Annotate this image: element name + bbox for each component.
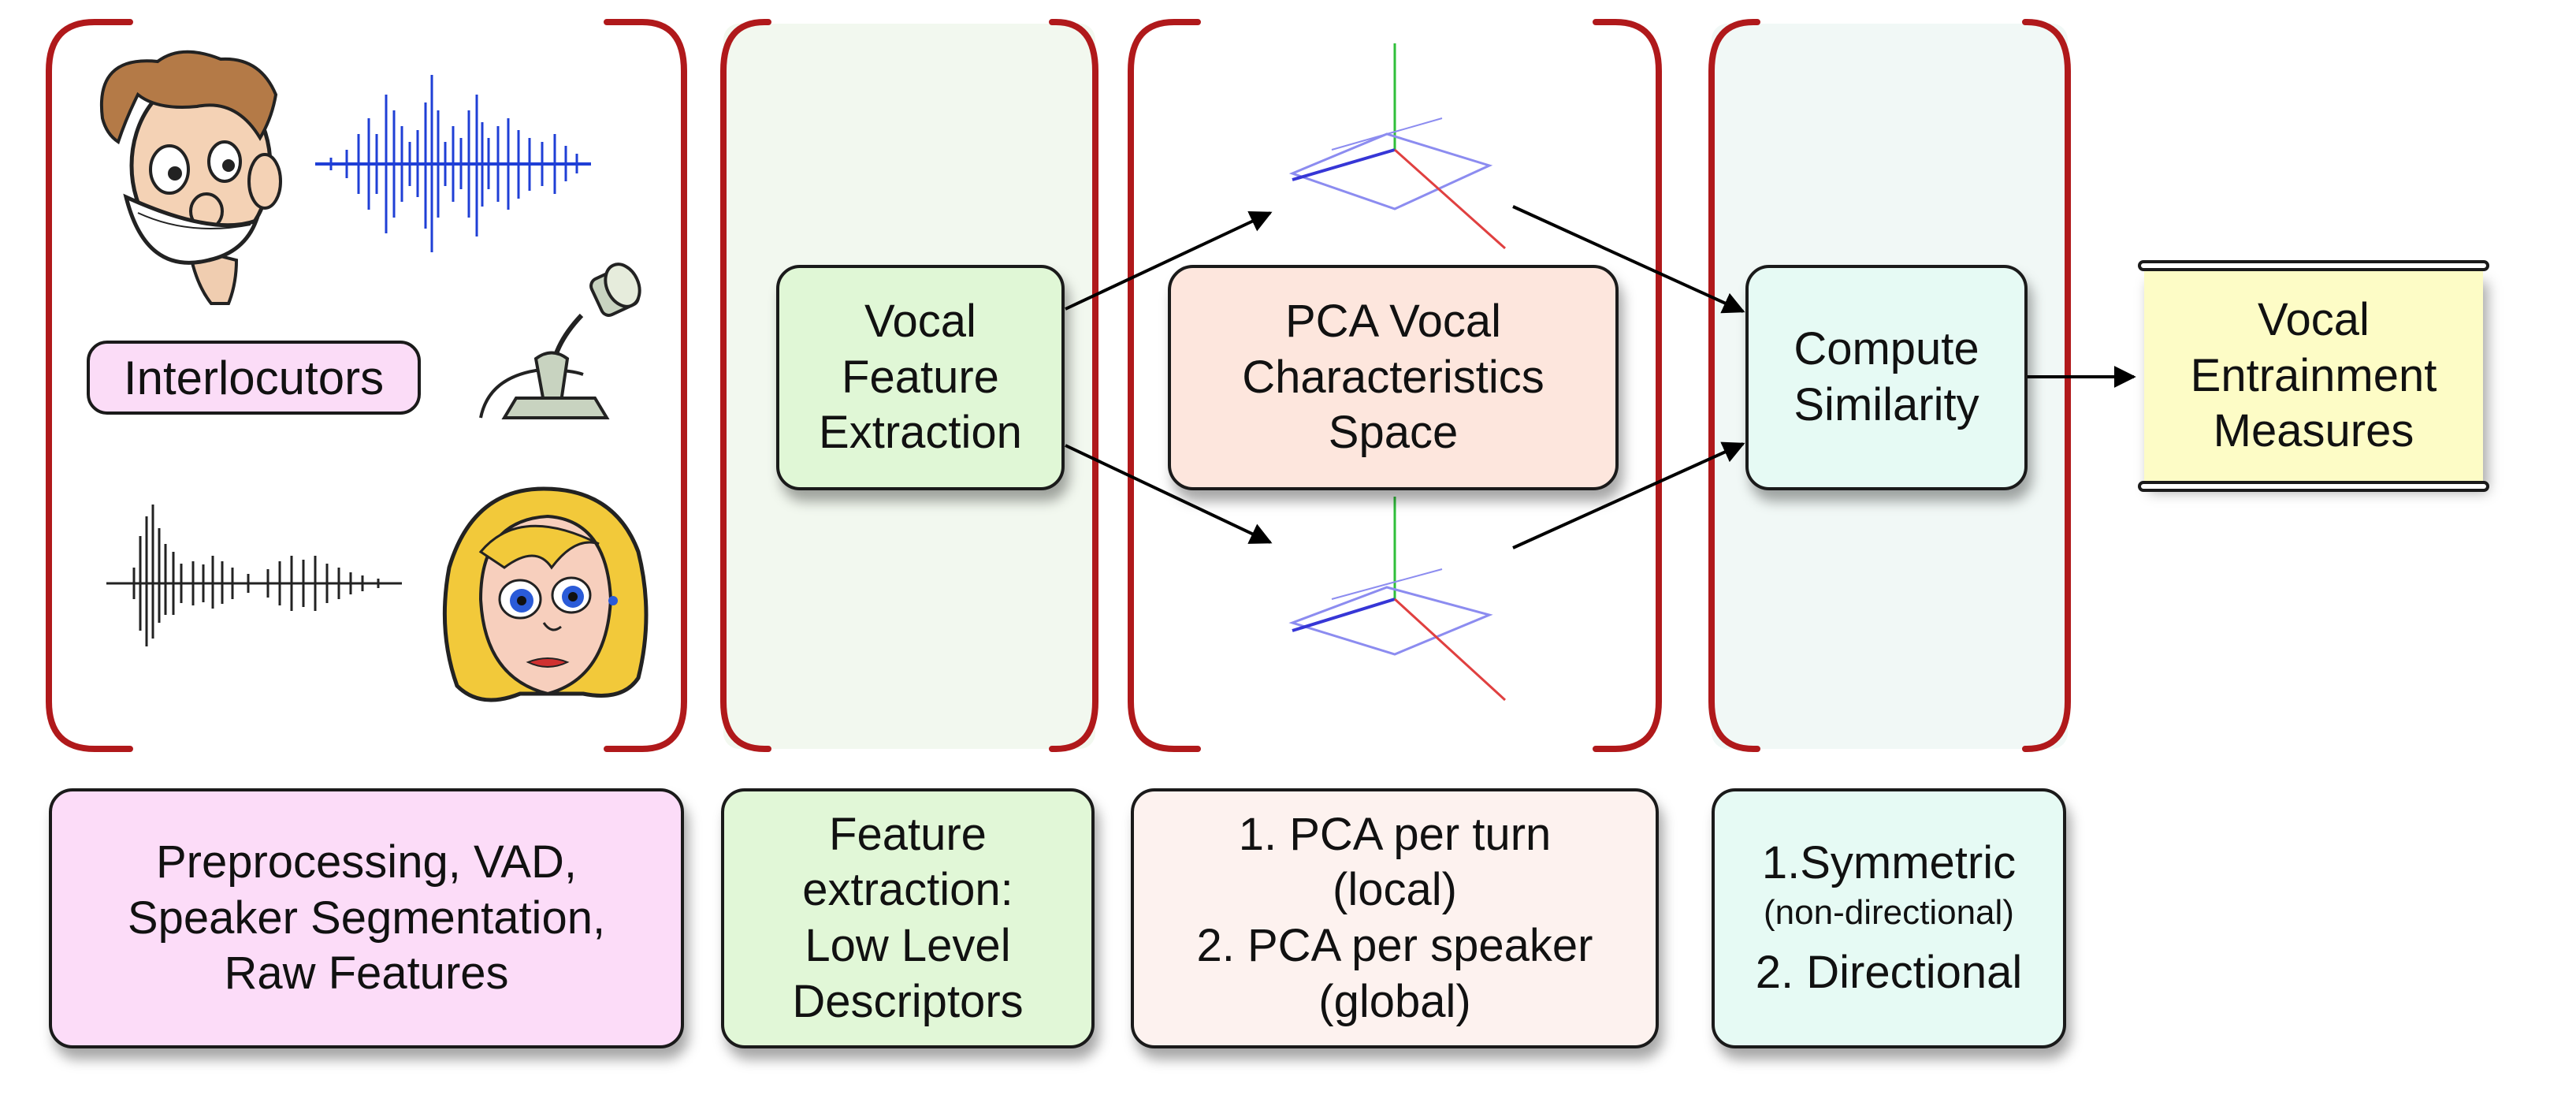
preprocessing-description: Preprocessing, VAD, Speaker Segmentation… [49, 788, 684, 1048]
black-waveform-icon [106, 505, 402, 646]
pca-space-line: PCA Vocal [1284, 295, 1502, 347]
entrainment-output-scroll: Vocal Entrainment Measures [2138, 260, 2489, 492]
description-line: Speaker Segmentation, [127, 892, 606, 944]
scroll-rail-bottom [2138, 481, 2489, 492]
bracket-stage-pca [1128, 19, 1662, 752]
scroll-rail-top [2138, 260, 2489, 271]
arrow-space-bottom-to-similarity [1512, 441, 1745, 549]
description-line: Descriptors [792, 975, 1024, 1027]
description-line: extraction: [802, 864, 1013, 916]
feature-extraction-line: Extraction [819, 407, 1022, 459]
3d-axes-icon [1288, 43, 1506, 250]
description-line: Preprocessing, VAD, [155, 836, 578, 888]
pca-space-box: PCA Vocal Characteristics Space [1168, 265, 1619, 490]
flow-arrows [1065, 205, 2136, 549]
compute-similarity-box: Compute Similarity [1745, 265, 2028, 490]
bracket-stage-similarity [1708, 19, 2071, 752]
output-label: Vocal Entrainment Measures [2144, 271, 2483, 481]
compute-similarity-line: Similarity [1794, 379, 1979, 430]
description-subline: (non-directional) [1764, 893, 2014, 933]
bracket-stage-preprocessing [46, 19, 687, 752]
female-face-icon [442, 486, 649, 702]
feature-extraction-box: Vocal Feature Extraction [776, 265, 1065, 490]
output-line: Vocal [2258, 293, 2370, 345]
description-line: 2. PCA per speaker [1196, 920, 1593, 971]
description-line: (global) [1318, 975, 1471, 1027]
arrow-feature-to-space-top [1065, 211, 1273, 311]
description-line: Low Level [805, 920, 1011, 971]
description-line: 1.Symmetric [1761, 837, 2017, 889]
output-line: Entrainment [2190, 349, 2437, 401]
pca-space-line: Characteristics [1242, 351, 1544, 403]
male-face-icon [99, 50, 282, 305]
output-line: Measures [2213, 405, 2414, 457]
description-line: (local) [1333, 864, 1457, 916]
microphone-icon [479, 263, 641, 419]
feature-extraction-line: Feature [842, 351, 999, 403]
compute-similarity-line: Compute [1794, 323, 1979, 375]
arrow-feature-to-space-bottom [1065, 444, 1273, 544]
description-line: Raw Features [224, 948, 509, 1000]
3d-axes-icon [1288, 497, 1507, 702]
arrow-space-top-to-similarity [1512, 205, 1745, 314]
pca-space-line: Space [1328, 407, 1459, 459]
feature-extraction-line: Vocal [864, 295, 976, 347]
pca-description: 1. PCA per turn (local) 2. PCA per speak… [1131, 788, 1659, 1048]
bracket-stage-feature [720, 19, 1098, 752]
description-line: 2. Directional [1755, 946, 2023, 998]
similarity-description: 1.Symmetric (non-directional) 2. Directi… [1712, 788, 2066, 1048]
interlocutors-label: Interlocutors [87, 341, 421, 415]
feature-description: Feature extraction: Low Level Descriptor… [721, 788, 1095, 1048]
description-line: 1. PCA per turn [1238, 808, 1552, 860]
blue-waveform-icon [315, 75, 591, 252]
description-line: Feature [829, 808, 987, 860]
